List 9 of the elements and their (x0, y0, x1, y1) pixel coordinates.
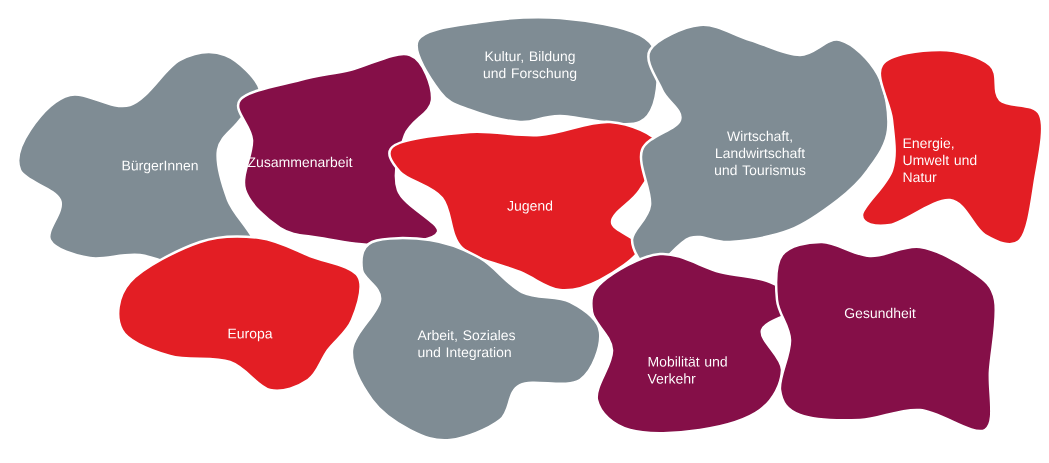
puzzle-piece: Jugend (388, 120, 663, 292)
puzzle-piece: Wirtschaft, Landwirtschaft und Tourismus (630, 23, 890, 270)
puzzle-piece: Energie, Umwelt und Natur (860, 48, 1044, 246)
puzzle-piece: Mobilität und Verkehr (590, 252, 802, 435)
puzzle-piece: Kultur, Bildung und Forschung (415, 15, 660, 126)
puzzle-piece: Arbeit, Soziales und Integration (350, 236, 602, 442)
puzzle-piece: Europa (117, 235, 362, 392)
puzzle-piece: Zusammenarbeit (236, 52, 440, 247)
puzzle-piece: Gesundheit (774, 240, 998, 433)
